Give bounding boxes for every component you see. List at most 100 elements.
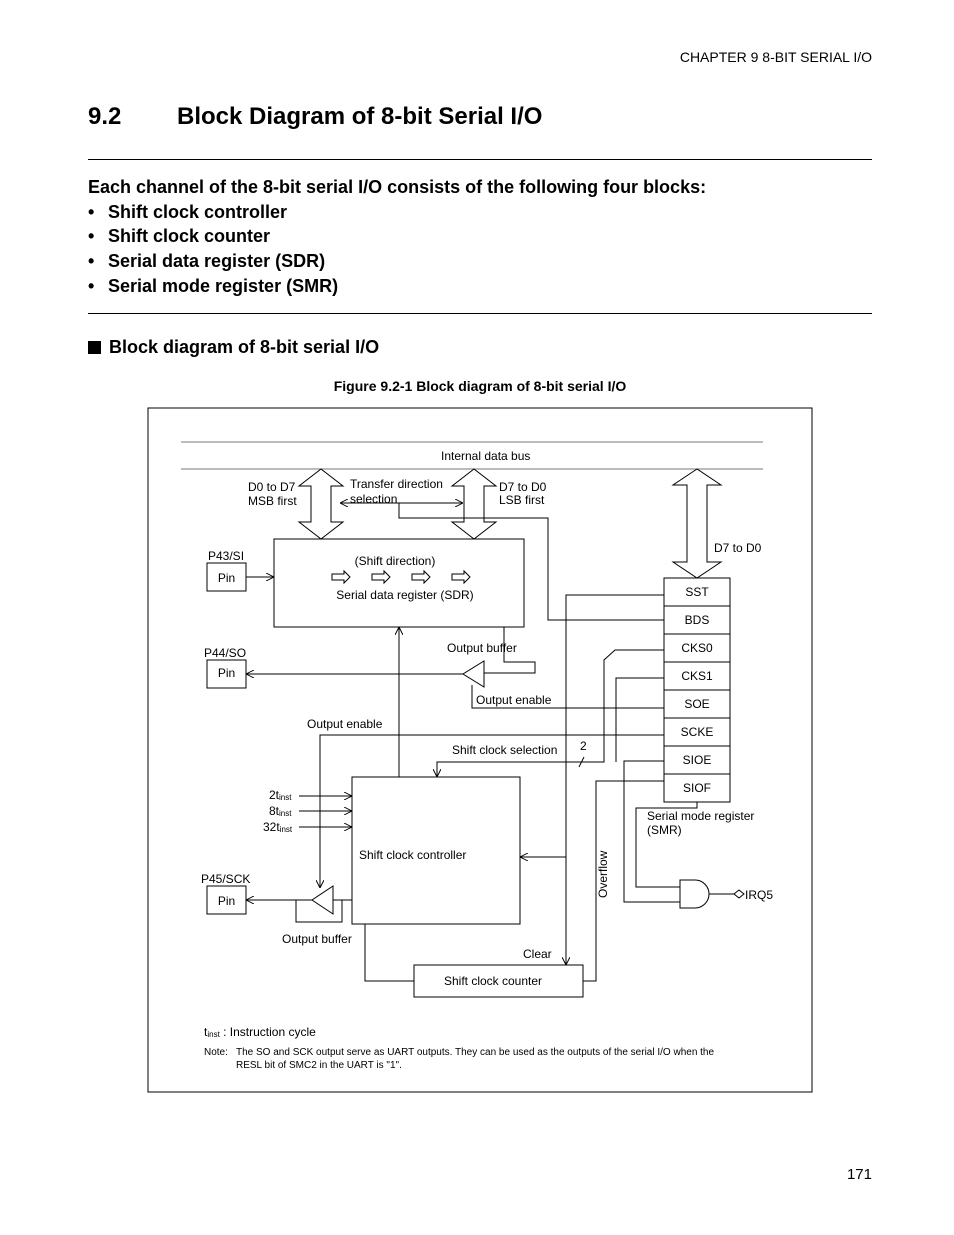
note-line-2: RESL bit of SMC2 in the UART is "1". xyxy=(236,1060,402,1071)
clk-8t-main: 8t xyxy=(269,804,280,818)
bus-arrow-msb xyxy=(297,468,345,540)
d0-d7-label: D0 to D7 xyxy=(248,480,296,494)
clk-2t-sub: inst xyxy=(279,793,292,802)
note-line-1: The SO and SCK output serve as UART outp… xyxy=(236,1047,714,1058)
clk-2t-main: 2t xyxy=(269,788,280,802)
bus-width-label: 2 xyxy=(580,739,587,753)
pin-sck-label: Pin xyxy=(218,894,235,908)
tinst-legend: tinst : Instruction cycle xyxy=(204,1025,316,1039)
p43-label: P43/SI xyxy=(208,549,244,563)
selection-label: selection xyxy=(350,492,397,506)
bus-label: Internal data bus xyxy=(441,449,530,463)
bullet-label: Shift clock controller xyxy=(108,202,288,222)
cks0-line xyxy=(437,649,664,777)
scke-line xyxy=(320,734,664,888)
subheading-text: Block diagram of 8-bit serial I/O xyxy=(109,337,380,357)
shift-arrow-icon xyxy=(411,569,431,585)
shift-clock-controller-label: Shift clock controller xyxy=(359,848,466,862)
bullet-label: Shift clock counter xyxy=(108,226,271,246)
and-gate xyxy=(679,879,710,909)
bullet-item: • Serial mode register (SMR) xyxy=(88,276,338,297)
note-label: Note: xyxy=(204,1047,228,1058)
shift-arrow-icon xyxy=(371,569,391,585)
smr-reg-soe: SOE xyxy=(684,697,709,711)
intro-text: Each channel of the 8-bit serial I/O con… xyxy=(88,177,707,197)
transfer-direction-label: Transfer direction xyxy=(350,477,443,491)
shift-direction-label: (Shift direction) xyxy=(355,554,436,568)
smr-reg-sioe: SIOE xyxy=(683,753,712,767)
tinst-t: t xyxy=(204,1025,208,1039)
bullet-item: • Serial data register (SDR) xyxy=(88,251,325,272)
d7-d0-label: D7 to D0 xyxy=(499,480,547,494)
clear-label: Clear xyxy=(523,947,552,961)
section-number: 9.2 xyxy=(88,103,122,130)
sdr-box xyxy=(273,538,525,628)
irq-label: IRQ5 xyxy=(745,888,773,902)
p44-label: P44/SO xyxy=(204,646,246,660)
page-number: 171 xyxy=(846,1166,872,1183)
pin-si-label: Pin xyxy=(218,571,235,585)
smr-label-2: (SMR) xyxy=(647,823,682,837)
pin-so-label: Pin xyxy=(218,666,235,680)
smr-reg-siof: SIOF xyxy=(683,781,711,795)
sst-clear-line xyxy=(566,594,664,965)
divider-bottom xyxy=(88,313,872,314)
bullet-marker: • xyxy=(88,202,95,222)
smr-reg-bds: BDS xyxy=(685,613,710,627)
so-data-line xyxy=(484,627,536,674)
smr-reg-scke: SCKE xyxy=(681,725,714,739)
bullet-item: • Shift clock counter xyxy=(88,226,270,247)
bus-width-slash xyxy=(578,756,585,768)
clk-32t-sub: inst xyxy=(280,825,293,834)
bullet-marker: • xyxy=(88,251,95,271)
smr-reg-cks1: CKS1 xyxy=(681,669,713,683)
cks1-line xyxy=(615,677,664,762)
bullet-label: Serial data register (SDR) xyxy=(108,251,326,271)
shift-clock-controller-box xyxy=(351,776,521,925)
shift-arrow-icon xyxy=(331,569,351,585)
running-header: CHAPTER 9 8-BIT SERIAL I/O xyxy=(679,49,872,65)
shift-clock-selection-label: Shift clock selection xyxy=(452,743,557,757)
bullet-item: • Shift clock controller xyxy=(88,202,287,223)
clk-32t-main: 32t xyxy=(263,820,280,834)
output-enable-mid-label: Output enable xyxy=(476,693,552,707)
bullet-label: Serial mode register (SMR) xyxy=(108,276,339,296)
clk-2t-label: 2tinst xyxy=(269,788,292,802)
controller-to-counter xyxy=(364,924,414,982)
tinst-sub: inst xyxy=(207,1030,220,1039)
d7-d0-right-label: D7 to D0 xyxy=(714,541,762,555)
smr-reg-sst: SST xyxy=(685,585,709,599)
msb-first-label: MSB first xyxy=(248,494,297,508)
sioe-line xyxy=(623,760,680,903)
shift-arrow-icon xyxy=(451,569,471,585)
smr-reg-cks0: CKS0 xyxy=(681,641,713,655)
bullet-marker: • xyxy=(88,276,95,296)
square-bullet-icon xyxy=(88,341,101,354)
output-buffer-so xyxy=(462,660,485,688)
section-title: Block Diagram of 8-bit Serial I/O xyxy=(177,103,543,130)
pin-so-box xyxy=(206,659,247,689)
output-buffer-sck xyxy=(311,885,334,915)
subheading: Block diagram of 8-bit serial I/O xyxy=(88,337,379,358)
soe-line xyxy=(471,685,664,709)
overflow-line xyxy=(583,780,664,982)
bds-line xyxy=(398,503,664,621)
bullet-marker: • xyxy=(88,226,95,246)
clk-8t-label: 8tinst xyxy=(269,804,292,818)
clk-8t-sub: inst xyxy=(279,809,292,818)
p45-label: P45/SCK xyxy=(201,872,250,886)
clk-32t-label: 32tinst xyxy=(263,820,293,834)
output-buffer-bottom-label: Output buffer xyxy=(282,932,352,946)
output-enable-left-label: Output enable xyxy=(307,717,383,731)
smr-label-1: Serial mode register xyxy=(647,809,754,823)
output-buffer-top-label: Output buffer xyxy=(447,641,517,655)
shift-clock-counter-label: Shift clock counter xyxy=(444,974,542,988)
sdr-label: Serial data register (SDR) xyxy=(336,588,473,602)
overflow-label: Overflow xyxy=(596,850,610,898)
bus-arrow-lsb xyxy=(450,468,498,540)
figure-caption: Figure 9.2-1 Block diagram of 8-bit seri… xyxy=(333,378,627,394)
figure-frame xyxy=(147,407,813,1093)
bus-arrow-smr xyxy=(671,468,723,579)
divider-top xyxy=(88,159,872,160)
